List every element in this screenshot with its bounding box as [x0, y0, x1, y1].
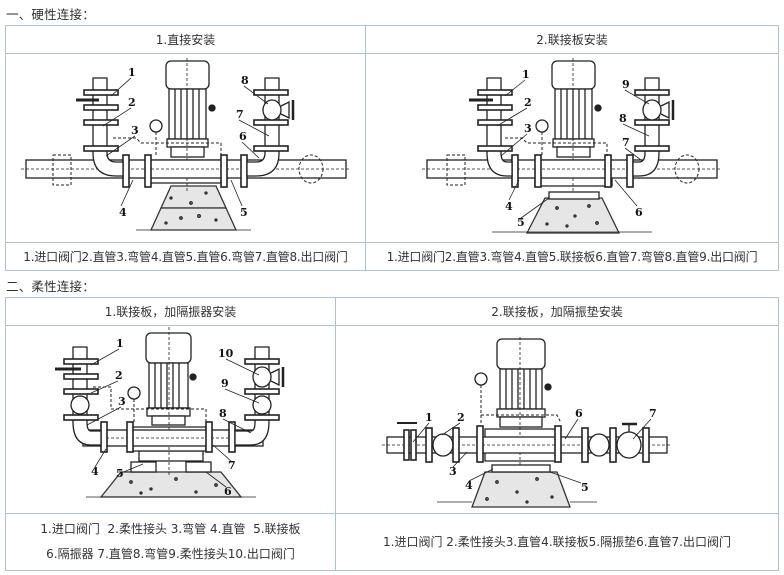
svg-text:5: 5: [240, 206, 248, 219]
column-header-isolator: 1.联接板，加隔振器安装: [5, 297, 336, 326]
svg-text:3: 3: [449, 465, 457, 478]
svg-text:6: 6: [239, 130, 247, 143]
pump-direct-install-diagram: 1 2 3 4 5 6 7 8: [20, 58, 351, 231]
column-header-pad: 2.联接板，加隔振垫安装: [335, 297, 779, 326]
svg-text:2: 2: [115, 369, 123, 382]
svg-text:1: 1: [128, 66, 136, 79]
svg-text:10: 10: [218, 347, 234, 360]
svg-text:2: 2: [457, 411, 465, 424]
svg-text:3: 3: [118, 395, 126, 408]
svg-text:6: 6: [575, 407, 583, 420]
column-header-direct: 1.直接安装: [5, 25, 366, 54]
pump-isolator-install-diagram: 1 2 3 4 5 6 7 8 9 10: [54, 327, 284, 498]
section-title-rigid: 一、硬性连接：: [6, 7, 95, 22]
svg-text:5: 5: [116, 467, 124, 480]
caption-direct: 1.进口阀门2.直管3.弯管4.直管5.直管6.弯管7.直管8.出口阀门: [5, 242, 366, 271]
svg-text:8: 8: [619, 112, 627, 125]
svg-text:6: 6: [224, 485, 232, 498]
caption-isolator-line-2: 6.隔振器 7.直管8.弯管9.柔性接头10.出口阀门: [46, 547, 295, 561]
diagram-cell-isolator: 1 2 3 4 5 6 7 8 9 10: [5, 325, 336, 514]
pump-connection-plate-diagram: 1 2 3 4 5 6 7 8 9: [422, 58, 722, 234]
rigid-connection-table: 1.直接安装 2.联接板安装: [5, 25, 779, 271]
section-title-flexible: 二、柔性连接：: [6, 279, 95, 294]
caption-isolator: 1.进口阀门 2.柔性接头 3.弯管 4.直管 5.联接板 6.隔振器 7.直管…: [5, 513, 336, 571]
svg-text:4: 4: [465, 479, 473, 492]
pump-isolation-pad-diagram: 1 2 3 4 5 6 7: [382, 337, 672, 508]
caption-isolator-line-1: 1.进口阀门 2.柔性接头 3.弯管 4.直管 5.联接板: [40, 522, 301, 536]
svg-text:3: 3: [524, 122, 532, 135]
svg-text:8: 8: [219, 407, 227, 420]
caption-plate: 1.进口阀门2.直管3.弯管4.直管5.联接板6.直管7.弯管8.直管9.出口阀…: [365, 242, 779, 271]
svg-text:9: 9: [221, 377, 229, 390]
caption-pad: 1.进口阀门 2.柔性接头3.直管4.联接板5.隔振垫6.直管7.出口阀门: [335, 513, 779, 571]
svg-text:4: 4: [91, 465, 99, 478]
diagram-cell-pad: 1 2 3 4 5 6 7: [335, 325, 779, 514]
diagram-cell-plate: 1 2 3 4 5 6 7 8 9: [365, 53, 779, 243]
svg-text:1: 1: [425, 411, 433, 424]
svg-text:7: 7: [228, 459, 236, 472]
svg-text:8: 8: [241, 74, 249, 87]
svg-text:4: 4: [505, 200, 513, 213]
svg-text:5: 5: [581, 481, 589, 494]
column-header-plate: 2.联接板安装: [365, 25, 779, 54]
flexible-connection-table: 1.联接板，加隔振器安装 2.联接板，加隔振垫安装: [5, 297, 779, 571]
svg-text:6: 6: [635, 206, 643, 219]
svg-text:2: 2: [128, 96, 136, 109]
svg-text:3: 3: [131, 124, 139, 137]
svg-text:5: 5: [517, 216, 525, 229]
svg-text:7: 7: [236, 108, 244, 121]
svg-text:7: 7: [649, 407, 657, 420]
svg-text:1: 1: [116, 337, 124, 350]
svg-text:7: 7: [622, 136, 630, 149]
svg-text:1: 1: [522, 68, 530, 81]
diagram-cell-direct: 1 2 3 4 5 6 7 8: [5, 53, 366, 243]
svg-text:9: 9: [622, 78, 630, 91]
svg-text:2: 2: [524, 96, 532, 109]
svg-text:4: 4: [119, 206, 127, 219]
